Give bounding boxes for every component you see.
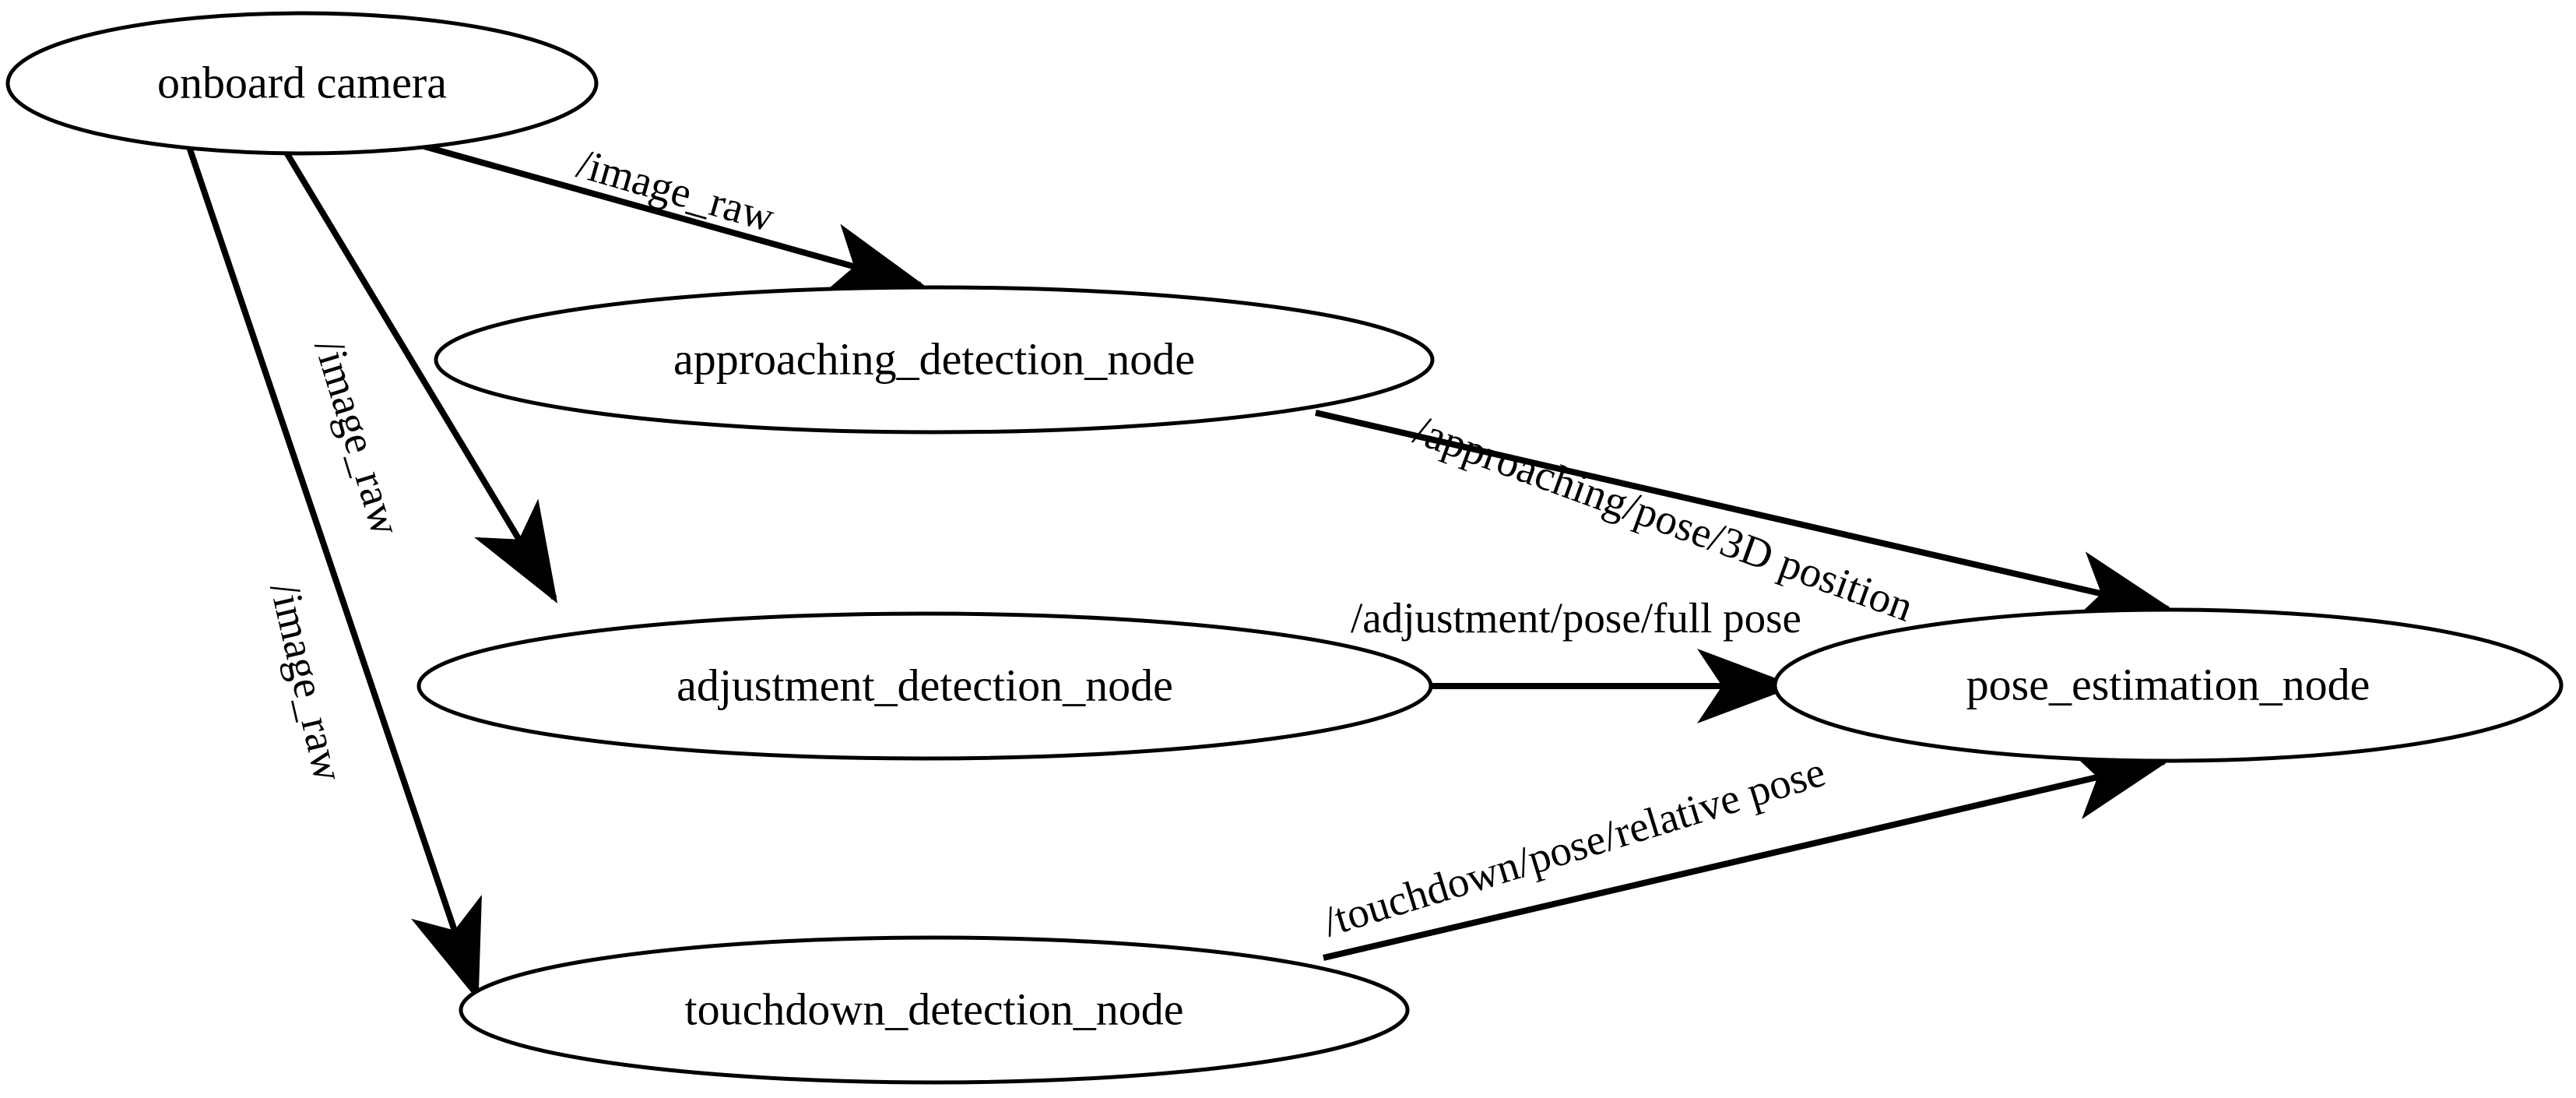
edge-arrow-cam-to-adjustment <box>283 150 558 604</box>
edge-arrow-approaching-to-pose <box>1315 410 2174 625</box>
edge-touchdown-to-pose <box>1323 746 2170 961</box>
node-shape-approaching-detection[interactable] <box>434 285 1435 435</box>
edge-arrow-cam-to-approaching <box>423 143 926 296</box>
edge-arrow-cam-to-touchdown <box>184 139 482 1001</box>
node-touchdown-detection[interactable]: touchdown_detection_node <box>459 935 1410 1085</box>
node-approaching-detection[interactable]: approaching_detection_node <box>434 285 1435 435</box>
node-label-onboard-camera: onboard camera <box>157 57 447 107</box>
edge-cam-to-adjustment <box>283 150 558 604</box>
node-shape-pose-estimation[interactable] <box>1773 607 2564 763</box>
node-shape-adjustment-detection[interactable] <box>416 611 1433 761</box>
node-label-approaching-detection: approaching_detection_node <box>673 333 1195 384</box>
edge-cam-to-approaching <box>423 143 926 296</box>
node-shape-touchdown-detection[interactable] <box>459 935 1410 1085</box>
node-onboard-camera[interactable]: onboard camera <box>5 11 599 156</box>
edge-approaching-to-pose <box>1315 410 2174 625</box>
edge-arrow-touchdown-to-pose <box>1323 746 2170 961</box>
node-label-pose-estimation: pose_estimation_node <box>1966 659 2370 709</box>
edge-cam-to-touchdown <box>184 139 482 1001</box>
node-label-adjustment-detection: adjustment_detection_node <box>677 660 1173 710</box>
node-label-touchdown-detection: touchdown_detection_node <box>684 984 1183 1034</box>
node-pose-estimation[interactable]: pose_estimation_node <box>1773 607 2564 763</box>
node-shape-onboard-camera[interactable] <box>5 11 599 156</box>
node-adjustment-detection[interactable]: adjustment_detection_node <box>416 611 1433 761</box>
edge-label-adjustment-pose-full-pose: /adjustment/pose/full pose <box>1351 594 1801 642</box>
